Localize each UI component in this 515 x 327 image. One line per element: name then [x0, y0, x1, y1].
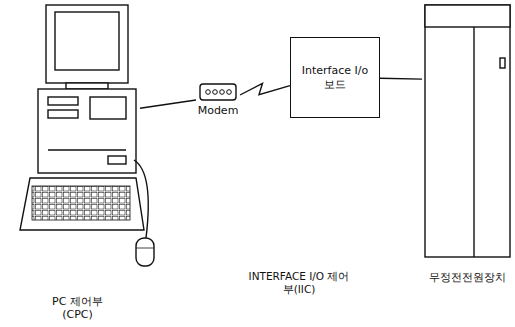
cabinet-door-line	[473, 27, 474, 257]
modem: Modem	[196, 82, 240, 118]
computer-case	[38, 89, 136, 173]
connector-line	[140, 100, 196, 108]
drive-slot	[48, 97, 78, 105]
modem-led	[206, 90, 211, 95]
case-line	[48, 149, 126, 150]
cabinet-body	[425, 5, 510, 257]
power-button	[108, 156, 126, 164]
front-panel	[90, 97, 126, 119]
keyboard-keys	[32, 186, 130, 220]
cabinet-handle	[500, 58, 505, 68]
mouse	[136, 238, 154, 266]
connector-line	[240, 83, 290, 95]
modem-illustration	[200, 84, 236, 100]
modem-led	[213, 90, 218, 95]
ups-unit: 무정전전원장치	[422, 3, 513, 285]
node-label: Interface I/o 보드	[297, 64, 373, 92]
mouse-cable	[134, 160, 148, 238]
modem-led	[227, 90, 232, 95]
mouse-button-line	[136, 248, 154, 249]
node-label: Modem	[198, 104, 239, 118]
node-label: PC 제어부 (CPC)	[37, 295, 119, 323]
drive-slot	[48, 110, 78, 118]
monitor-screen	[55, 12, 119, 70]
node-label: 무정전전원장치	[429, 271, 506, 285]
cabinet-top	[425, 5, 510, 27]
modem-body	[200, 84, 236, 100]
connector-line	[380, 78, 422, 80]
keyboard	[20, 178, 144, 230]
ups-cabinet	[425, 5, 510, 257]
pc-unit: PC 제어부 (CPC)	[15, 2, 140, 324]
unit-label: INTERFACE I/O 제어부(IIC)	[246, 270, 352, 296]
monitor	[46, 5, 128, 83]
interface-board-box: Interface I/o 보드	[290, 37, 380, 118]
pc-illustration	[20, 5, 154, 266]
monitor-stand	[66, 83, 108, 89]
modem-led	[220, 90, 225, 95]
